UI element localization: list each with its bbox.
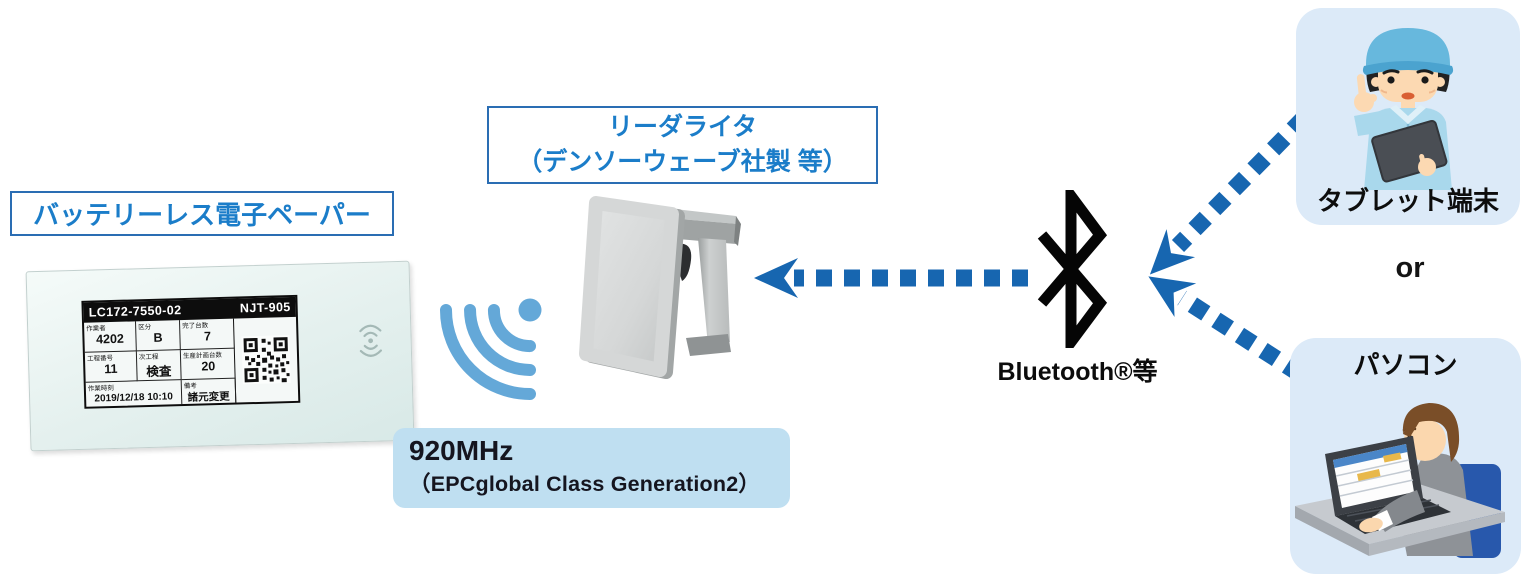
rfid-reader-device xyxy=(579,196,741,379)
table-cell: 工程番号 11 xyxy=(84,351,138,383)
table-cell: 備考 諸元変更 xyxy=(181,378,237,405)
reader-caption: リーダライタ （デンソーウェーブ社製 等） xyxy=(487,106,878,184)
epaper-model-right: NJT-905 xyxy=(239,300,291,316)
epaper-caption: バッテリーレス電子ペーパー xyxy=(10,191,394,236)
frequency-standard: （EPCglobal Class Generation2） xyxy=(409,472,761,497)
tablet-label: タブレット端末 xyxy=(1316,186,1499,216)
table-cell: 次工程 検査 xyxy=(136,350,182,382)
frequency-box: 920MHz （EPCglobal Class Generation2） xyxy=(393,428,790,508)
bluetooth-icon xyxy=(1037,190,1108,348)
dotted-arrow-pc xyxy=(1148,276,1305,382)
or-label: or xyxy=(1395,252,1425,284)
table-cell: 作業者 4202 xyxy=(84,321,137,353)
epaper-screen: LC172-7550-02 NJT-905 作業者 4202 区分 B 完了台数… xyxy=(81,294,301,409)
frequency-value: 920MHz xyxy=(409,435,514,466)
radio-waves-icon xyxy=(439,298,542,401)
reader-caption-line2: （デンソーウェーブ社製 等） xyxy=(517,148,848,176)
nfc-antenna-icon xyxy=(359,324,383,357)
tablet-terminal-box: タブレット端末 xyxy=(1296,8,1520,225)
epaper-data-table: 作業者 4202 区分 B 完了台数 7 工程番号 11 xyxy=(84,318,237,407)
reader-caption-line1: リーダライタ xyxy=(607,112,757,141)
dotted-arrow-tablet xyxy=(1149,112,1311,275)
worker-tablet-illustration xyxy=(1354,28,1454,190)
pc-box: パソコン xyxy=(1290,338,1521,574)
qr-code-icon xyxy=(241,335,291,385)
bluetooth-label: Bluetooth®等 xyxy=(997,358,1158,386)
table-cell: 完了台数 7 xyxy=(179,318,235,351)
epaper-device: LC172-7550-02 NJT-905 作業者 4202 区分 B 完了台数… xyxy=(25,260,415,452)
pc-label: パソコン xyxy=(1353,350,1458,380)
dotted-arrow-reader xyxy=(754,258,1028,298)
table-cell: 生産計画台数 20 xyxy=(180,348,236,381)
table-cell: 作業時刻 2019/12/18 10:10 xyxy=(85,380,183,407)
table-cell: 区分 B xyxy=(135,320,181,352)
pc-user-illustration xyxy=(1295,403,1505,558)
epaper-model-left: LC172-7550-02 xyxy=(88,303,182,320)
